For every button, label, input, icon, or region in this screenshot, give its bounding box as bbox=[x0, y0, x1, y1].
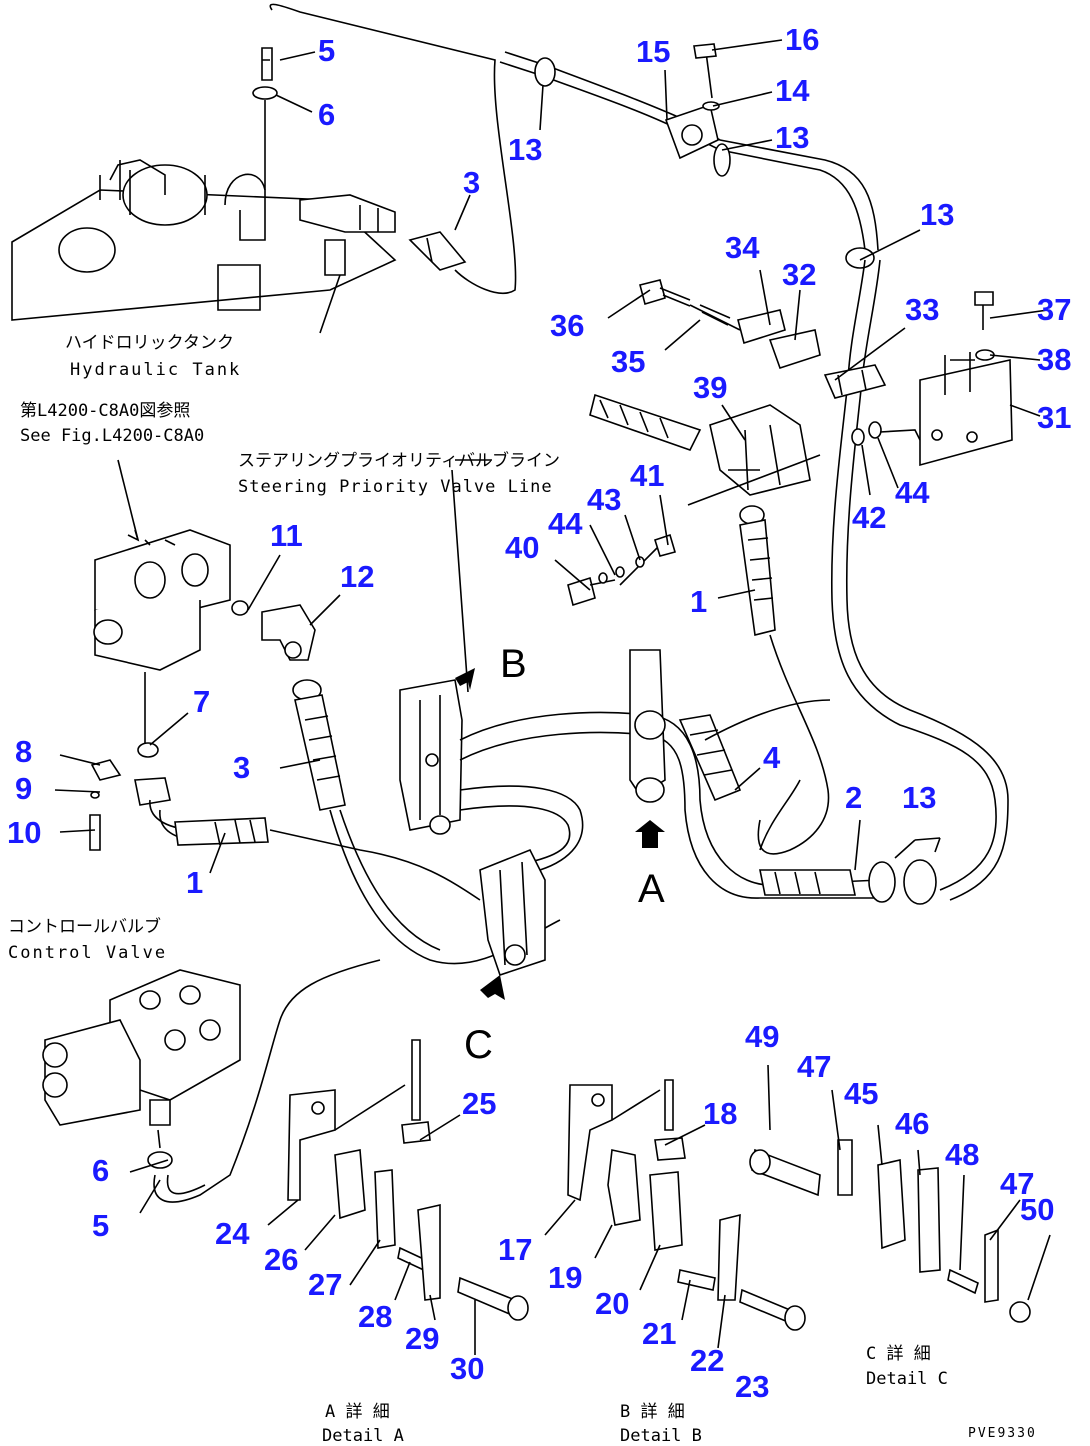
part-number-2: 2 bbox=[845, 780, 862, 815]
part-number-45: 45 bbox=[844, 1076, 878, 1111]
part-number-25: 25 bbox=[462, 1086, 496, 1121]
part-number-30: 30 bbox=[450, 1351, 484, 1386]
detail-b-label-en: Detail B bbox=[620, 1426, 702, 1446]
part-number-49: 49 bbox=[745, 1019, 779, 1054]
control-valve bbox=[42, 969, 241, 1126]
detail-a-label-en: Detail A bbox=[322, 1426, 404, 1446]
part-number-39: 39 bbox=[693, 370, 727, 405]
part-number-13: 13 bbox=[902, 780, 936, 815]
captions: ハイドロリックタンク Hydraulic Tank 第L4200-C8A0図参照… bbox=[8, 333, 1037, 1446]
part-number-4: 4 bbox=[763, 740, 781, 775]
steering-line-label-en: Steering Priority Valve Line bbox=[238, 477, 553, 497]
part-number-13: 13 bbox=[508, 132, 542, 167]
part-number-14: 14 bbox=[775, 73, 810, 108]
part-number-12: 12 bbox=[340, 559, 374, 594]
part-number-3: 3 bbox=[233, 750, 250, 785]
part-number-38: 38 bbox=[1037, 342, 1071, 377]
hydraulic-tank bbox=[11, 159, 397, 334]
part-number-23: 23 bbox=[735, 1369, 769, 1404]
view-c-label: C bbox=[464, 1023, 493, 1067]
view-c-arrow bbox=[480, 975, 505, 1000]
part-number-31: 31 bbox=[1037, 400, 1071, 435]
control-valve-label-jp: コントロールバルブ bbox=[8, 916, 161, 937]
part-number-28: 28 bbox=[358, 1299, 392, 1334]
view-a-arrow bbox=[635, 820, 665, 848]
part-number-34: 34 bbox=[725, 230, 760, 265]
part-number-7: 7 bbox=[193, 684, 210, 719]
part-number-48: 48 bbox=[945, 1137, 979, 1172]
part-number-3: 3 bbox=[463, 165, 480, 200]
part-number-15: 15 bbox=[636, 34, 670, 69]
part-number-50: 50 bbox=[1020, 1192, 1054, 1227]
part-number-13: 13 bbox=[775, 120, 809, 155]
part-number-36: 36 bbox=[550, 308, 584, 343]
detail-b-label-jp: B 詳 細 bbox=[620, 1402, 685, 1422]
valve-block bbox=[93, 529, 231, 745]
part-number-43: 43 bbox=[587, 482, 621, 517]
detail-a-label-jp: A 詳 細 bbox=[325, 1402, 390, 1422]
part-number-9: 9 bbox=[15, 771, 32, 806]
part-number-19: 19 bbox=[548, 1260, 582, 1295]
view-a-label: A bbox=[638, 867, 665, 911]
part-number-41: 41 bbox=[630, 458, 664, 493]
part-number-22: 22 bbox=[690, 1343, 724, 1378]
detail-b-parts bbox=[567, 1079, 806, 1331]
part-number-27: 27 bbox=[308, 1267, 342, 1302]
part-number-37: 37 bbox=[1037, 292, 1071, 327]
part-number-1: 1 bbox=[690, 584, 707, 619]
part-number-5: 5 bbox=[318, 33, 335, 68]
part-number-6: 6 bbox=[92, 1153, 109, 1188]
detail-c-label-en: Detail C bbox=[866, 1369, 948, 1389]
part-number-8: 8 bbox=[15, 734, 32, 769]
detail-c-label-jp: C 詳 細 bbox=[866, 1344, 931, 1364]
part-number-24: 24 bbox=[215, 1216, 250, 1251]
part-number-18: 18 bbox=[703, 1096, 737, 1131]
part-number-29: 29 bbox=[405, 1321, 439, 1356]
part-number-5: 5 bbox=[92, 1208, 109, 1243]
part-number-32: 32 bbox=[782, 257, 816, 292]
part-number-40: 40 bbox=[505, 530, 539, 565]
drawing-code: PVE9330 bbox=[968, 1426, 1037, 1441]
part-number-33: 33 bbox=[905, 292, 939, 327]
part-number-44: 44 bbox=[548, 506, 583, 541]
part-number-16: 16 bbox=[785, 22, 819, 57]
part-number-46: 46 bbox=[895, 1106, 929, 1141]
view-b-label: B bbox=[500, 642, 527, 686]
see-fig-label-en: See Fig.L4200-C8A0 bbox=[20, 426, 204, 446]
part-number-44: 44 bbox=[895, 475, 930, 510]
part-number-labels: 5 6 13 3 15 16 14 13 13 34 32 36 35 33 3… bbox=[7, 22, 1071, 1404]
hydraulic-tank-label-en: Hydraulic Tank bbox=[70, 360, 241, 380]
detail-a-parts bbox=[287, 1039, 529, 1321]
part-number-1: 1 bbox=[186, 865, 203, 900]
control-valve-label-en: Control Valve bbox=[8, 943, 167, 963]
leader-lines bbox=[54, 39, 1051, 1355]
part-number-6: 6 bbox=[318, 97, 335, 132]
steering-line-label-jp: ステアリングプライオリティバルブライン bbox=[238, 450, 560, 471]
part-number-17: 17 bbox=[498, 1232, 532, 1267]
part-number-35: 35 bbox=[611, 344, 645, 379]
part-number-42: 42 bbox=[852, 500, 886, 535]
detail-c-parts bbox=[749, 1139, 1031, 1323]
part-number-47: 47 bbox=[797, 1049, 831, 1084]
part-number-11: 11 bbox=[270, 518, 303, 553]
part-number-21: 21 bbox=[642, 1316, 676, 1351]
part-number-10: 10 bbox=[7, 815, 41, 850]
part-number-20: 20 bbox=[595, 1286, 629, 1321]
part-number-13: 13 bbox=[920, 197, 954, 232]
part-number-47: 47 bbox=[1000, 1166, 1034, 1201]
hydraulic-tank-label-jp: ハイドロリックタンク bbox=[65, 333, 234, 353]
part-number-26: 26 bbox=[264, 1242, 298, 1277]
see-fig-label-jp: 第L4200-C8A0図参照 bbox=[20, 401, 190, 421]
view-b-arrow bbox=[455, 668, 475, 690]
